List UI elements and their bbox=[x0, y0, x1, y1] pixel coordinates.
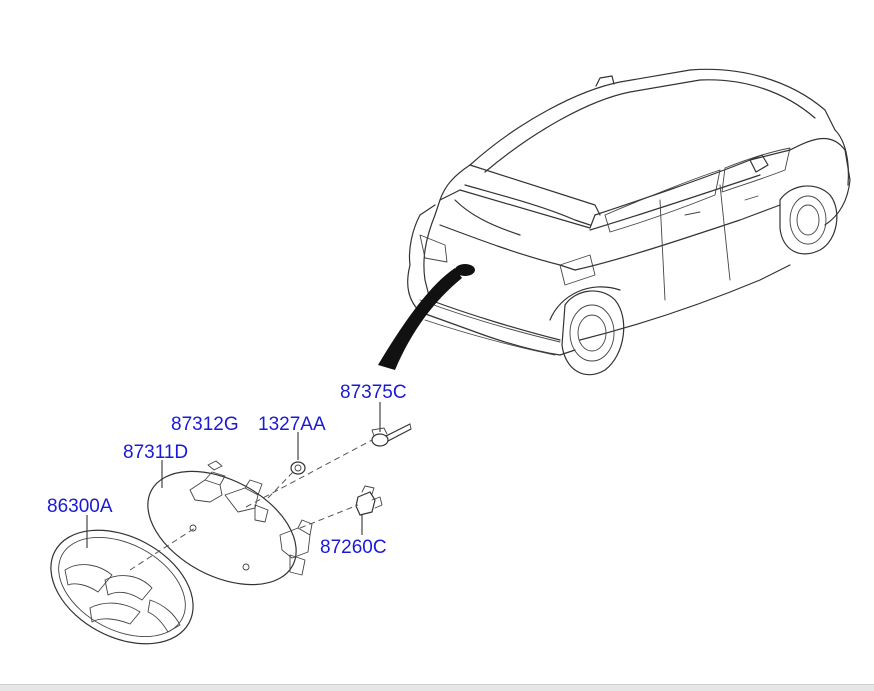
label-87375c: 87375C bbox=[340, 382, 407, 403]
bottom-scrollbar-track[interactable] bbox=[0, 684, 874, 691]
pad-87312g bbox=[207, 460, 223, 471]
car-illustration bbox=[407, 68, 851, 376]
emblem-base-87311d bbox=[147, 470, 313, 586]
nut-1327aa bbox=[290, 461, 306, 475]
screw-87375c bbox=[371, 423, 412, 447]
label-1327aa: 1327AA bbox=[258, 414, 326, 435]
emblem-location-marker bbox=[455, 264, 475, 276]
pointer-arrow bbox=[378, 268, 462, 370]
label-87311d: 87311D bbox=[123, 442, 188, 463]
label-86300a: 86300A bbox=[47, 496, 113, 517]
emblem-86300a bbox=[50, 529, 194, 645]
label-87260c: 87260C bbox=[320, 537, 387, 558]
label-87312g: 87312G bbox=[171, 414, 239, 435]
clip-87260c bbox=[355, 485, 383, 516]
